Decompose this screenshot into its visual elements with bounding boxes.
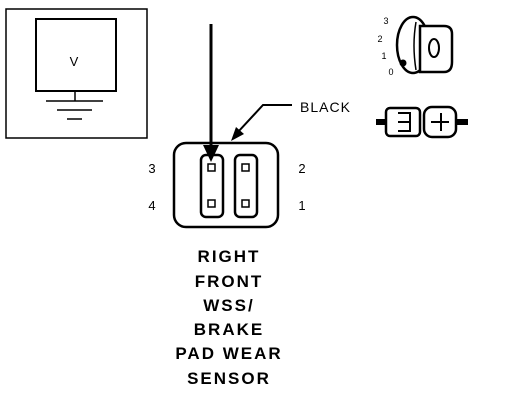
voltmeter-panel: V [5,8,148,139]
key-position-2: 2 [377,34,382,44]
title-line-2: FRONT [195,272,264,291]
probe-arrow [203,24,219,162]
pin-label-3: 3 [148,161,155,176]
meter-display [35,18,117,92]
pin-1-terminal [241,199,250,208]
sensor-title: RIGHT FRONT WSS/ BRAKE PAD WEAR SENSOR [175,247,282,388]
title-line-1: RIGHT [198,247,261,266]
cavity-left [199,153,225,219]
ground-icon [46,91,103,120]
wire-color-label: BLACK [300,99,351,115]
connector-plug-icon [376,105,468,139]
pin-label-4: 4 [148,198,155,213]
title-line-6: SENSOR [187,369,271,388]
title-line-5: PAD WEAR [175,344,282,363]
pin-2-terminal [241,163,250,172]
ignition-key-icon: 3 2 1 0 [377,15,454,77]
key-position-3: 3 [383,16,388,26]
pin-label-1: 1 [298,198,305,213]
key-position-0: 0 [388,67,393,77]
black-wire-leader: BLACK [231,99,351,141]
meter-symbol: V [70,54,79,69]
meter-frame [5,8,148,139]
title-line-4: BRAKE [194,320,264,339]
title-line-3: WSS/ [203,296,254,315]
sensor-connector: 3 2 4 1 [148,141,306,229]
pin-4-terminal [207,199,216,208]
connector-shell [172,141,280,229]
pin-label-2: 2 [298,161,305,176]
cavity-right [233,153,259,219]
key-position-1: 1 [381,51,386,61]
pin-3-terminal [207,163,216,172]
